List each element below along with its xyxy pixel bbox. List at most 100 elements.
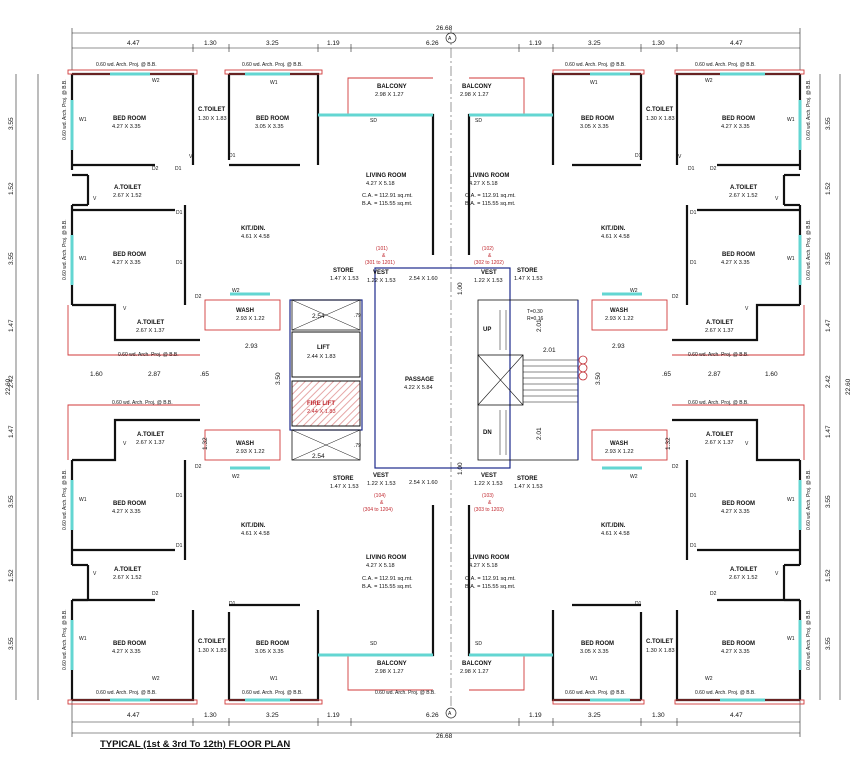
proj-label-bottom: 0.60 wd. Arch. Proj. @ B.B. <box>96 690 157 696</box>
c-toilet-label: C.TOILET <box>198 639 226 645</box>
sd-label: SD <box>370 118 377 124</box>
center-axis <box>445 30 457 719</box>
window-w1-side: W1 <box>79 117 87 123</box>
dim-left-total: 22.60 <box>5 378 12 395</box>
dim-left-4: 1.47 <box>8 319 15 332</box>
balcony-label: BALCONY <box>462 661 492 667</box>
store-label: STORE <box>333 476 354 482</box>
flat-102-line3: (302 to 1202) <box>474 260 504 266</box>
a-toilet-size: 2.67 X 1.52 <box>113 575 142 581</box>
ba-label: B.A. = 115.55 sq.mt. <box>362 201 413 207</box>
lobby-size-bottom: 2.54 X 1.60 <box>409 480 438 486</box>
dim-bottom-6: 1.19 <box>529 712 542 719</box>
balcony-label: BALCONY <box>462 84 492 90</box>
door-d1-3: D1 <box>690 493 697 499</box>
vest-label: VEST <box>373 270 389 276</box>
c-toilet-label: C.TOILET <box>198 107 226 113</box>
door-d1-2: D1 <box>229 153 236 159</box>
dim-lift-small-top: 2.54 <box>312 313 325 320</box>
door-d1-3: D1 <box>690 210 697 216</box>
store-size: 1.47 X 1.53 <box>330 276 359 282</box>
sd-label: SD <box>475 641 482 647</box>
window-w1-side-2: W1 <box>787 256 795 262</box>
proj-label-bottom: 0.60 wd. Arch. Proj. @ B.B. <box>565 690 626 696</box>
door-d2-2: D2 <box>672 464 679 470</box>
bottom-dimensions <box>71 700 801 737</box>
balcony-size: 2.98 X 1.27 <box>460 669 489 675</box>
a-toilet-2-size: 2.67 X 1.37 <box>705 440 734 446</box>
store-label: STORE <box>517 476 538 482</box>
dim-wash-offset-right: 2.93 <box>612 343 625 350</box>
proj-label-side-2: 0.60 wd. Arch. Proj. @ B.B. <box>62 219 68 280</box>
fire-lift-size: 2.44 X 1.83 <box>307 409 336 415</box>
stair-dn-label: DN <box>483 430 492 436</box>
dim-stair-gap: 2.01 <box>543 347 556 354</box>
door-d1-3: D1 <box>176 210 183 216</box>
ca-label: C.A. = 112.91 sq.mt. <box>362 193 413 199</box>
window-w1: W1 <box>590 676 598 682</box>
proj-label-wash: 0.60 wd. Arch. Proj. @ B.B. <box>112 400 173 406</box>
bedroom-2-label: BED ROOM <box>256 641 289 647</box>
dim-vest-height-left: 1.32 <box>202 437 209 450</box>
axis-marker-top: A <box>448 36 452 42</box>
bedroom-3-size: 4.27 X 3.35 <box>721 260 750 266</box>
dim-right-3: 3.55 <box>825 252 832 265</box>
a-toilet-size: 2.67 X 1.52 <box>729 193 758 199</box>
lift-size: 2.44 X 1.83 <box>307 354 336 360</box>
door-d1-2: D1 <box>176 543 183 549</box>
dim-bottom-5: 6.26 <box>426 712 439 719</box>
c-toilet-size: 1.30 X 1.83 <box>198 648 227 654</box>
bedroom-2-size: 3.05 X 3.35 <box>580 649 609 655</box>
c-toilet-label: C.TOILET <box>646 107 674 113</box>
vent-v: V <box>775 571 779 577</box>
kit-din-label: KIT./DIN. <box>601 523 626 529</box>
living-size: 4.27 X 5.18 <box>366 181 395 187</box>
living-size: 4.27 X 5.18 <box>366 563 395 569</box>
window-w1-side-2: W1 <box>79 256 87 262</box>
bedroom-2-label: BED ROOM <box>256 116 289 122</box>
wash-label: WASH <box>236 308 254 314</box>
balcony-size: 2.98 X 1.27 <box>375 92 404 98</box>
door-d2-2: D2 <box>195 464 202 470</box>
flat-104-line3: (304 to 1204) <box>363 507 393 513</box>
dim-bl-3: .65 <box>200 371 209 378</box>
ba-label: B.A. = 115.55 sq.mt. <box>465 584 516 590</box>
a-toilet-2-label: A.TOILET <box>137 432 165 438</box>
proj-label-side: 0.60 wd. Arch. Proj. @ B.B. <box>62 79 68 140</box>
wash-label: WASH <box>236 441 254 447</box>
door-d2-2: D2 <box>195 294 202 300</box>
passage-label: PASSAGE <box>405 377 434 383</box>
lift-label: LIFT <box>317 345 330 351</box>
dim-stair-width-bottom: 2.01 <box>536 427 543 440</box>
window-w1-side: W1 <box>787 497 795 503</box>
proj-label-side: 0.60 wd. Arch. Proj. @ B.B. <box>806 79 812 140</box>
store-size: 1.47 X 1.53 <box>330 484 359 490</box>
dim-right-9: 3.55 <box>825 637 832 650</box>
window-w2-wash: W2 <box>232 288 240 294</box>
dim-bl-2: 2.87 <box>148 371 161 378</box>
a-toilet-label: A.TOILET <box>114 567 142 573</box>
wash-size: 2.93 X 1.22 <box>605 449 634 455</box>
proj-label-top-2: 0.60 wd. Arch. Proj. @ B.B. <box>695 62 756 68</box>
flat-bottom-left: BED ROOM 4.27 X 3.35 C.TOILET 1.30 X 1.8… <box>62 400 436 696</box>
bedroom-size: 4.27 X 3.35 <box>721 649 750 655</box>
living-size: 4.27 X 5.18 <box>469 563 498 569</box>
wash-label: WASH <box>610 308 628 314</box>
proj-label-bottom-2: 0.60 wd. Arch. Proj. @ B.B. <box>242 690 303 696</box>
bedroom-3-label: BED ROOM <box>722 501 755 507</box>
store-size: 1.47 X 1.53 <box>514 484 543 490</box>
windows <box>70 72 802 702</box>
dim-left-6: 1.47 <box>8 425 15 438</box>
dim-right-1: 3.55 <box>825 117 832 130</box>
proj-label-wash: 0.60 wd. Arch. Proj. @ B.B. <box>118 352 179 358</box>
dim-vest-height2-bottom: 1.00 <box>457 462 464 475</box>
vent-v: V <box>775 196 779 202</box>
flat-101-line1: (101) <box>376 246 388 252</box>
dim-bottom-7: 3.25 <box>588 712 601 719</box>
central-core <box>289 267 588 469</box>
door-d1-2: D1 <box>690 543 697 549</box>
kit-din-size: 4.61 X 4.58 <box>241 531 270 537</box>
dim-lift-gap-left: 3.50 <box>275 372 282 385</box>
vest-size: 1.22 X 1.53 <box>367 481 396 487</box>
door-d1-2: D1 <box>635 153 642 159</box>
